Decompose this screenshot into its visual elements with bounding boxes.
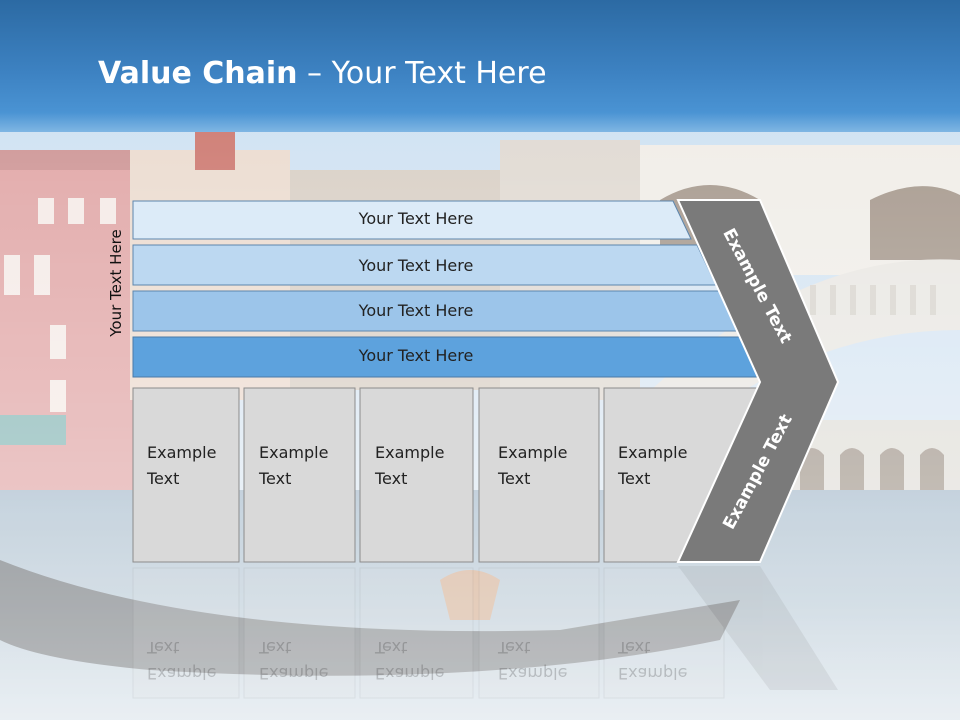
activity-box-2 bbox=[243, 387, 356, 563]
box-reflection-4-line2: Text bbox=[498, 638, 531, 657]
box-reflection-3-line2: Text bbox=[375, 638, 408, 657]
box-reflection-2: Example Text bbox=[259, 634, 359, 686]
box-label-5-line2: Text bbox=[618, 469, 651, 488]
activity-box-1 bbox=[132, 387, 240, 563]
activity-box-3 bbox=[359, 387, 474, 563]
header-band bbox=[0, 0, 960, 132]
box-reflection-5: Example Text bbox=[618, 634, 718, 686]
box-label-2-line2: Text bbox=[259, 469, 292, 488]
box-reflection-5-line2: Text bbox=[618, 638, 651, 657]
box-label-4-line1: Example bbox=[498, 443, 568, 462]
box-label-3-line1: Example bbox=[375, 443, 445, 462]
box-reflection-4-line1: Example bbox=[498, 664, 568, 683]
box-label-1-line1: Example bbox=[147, 443, 217, 462]
box-reflection-1: Example Text bbox=[147, 634, 247, 686]
row-label-3: Your Text Here bbox=[358, 301, 474, 320]
box-label-1-line2: Text bbox=[147, 469, 180, 488]
box-reflection-2-line1: Example bbox=[259, 664, 329, 683]
box-label-5-line1: Example bbox=[618, 443, 688, 462]
row-label-4: Your Text Here bbox=[358, 346, 474, 365]
box-label-3-line2: Text bbox=[375, 469, 408, 488]
side-label: Your Text Here bbox=[107, 229, 125, 337]
slide-title: Value Chain – Your Text Here bbox=[98, 52, 547, 96]
title-rest: – Your Text Here bbox=[297, 56, 547, 91]
title-bold: Value Chain bbox=[98, 56, 298, 91]
row-shape-1 bbox=[132, 200, 692, 240]
box-reflection-2-line2: Text bbox=[259, 638, 292, 657]
box-reflection-4: Example Text bbox=[498, 634, 598, 686]
box-reflection-1-line2: Text bbox=[147, 638, 180, 657]
box-reflection-3: Example Text bbox=[375, 634, 475, 686]
box-reflection-1-line1: Example bbox=[147, 664, 217, 683]
box-label-4-line2: Text bbox=[498, 469, 531, 488]
box-label-2-line1: Example bbox=[259, 443, 329, 462]
row-label-2: Your Text Here bbox=[358, 256, 474, 275]
box-reflection-5-line1: Example bbox=[618, 664, 688, 683]
row-label-1: Your Text Here bbox=[358, 209, 474, 228]
margin-chevron bbox=[676, 199, 840, 563]
activity-box-4 bbox=[478, 387, 600, 563]
box-reflection-3-line1: Example bbox=[375, 664, 445, 683]
